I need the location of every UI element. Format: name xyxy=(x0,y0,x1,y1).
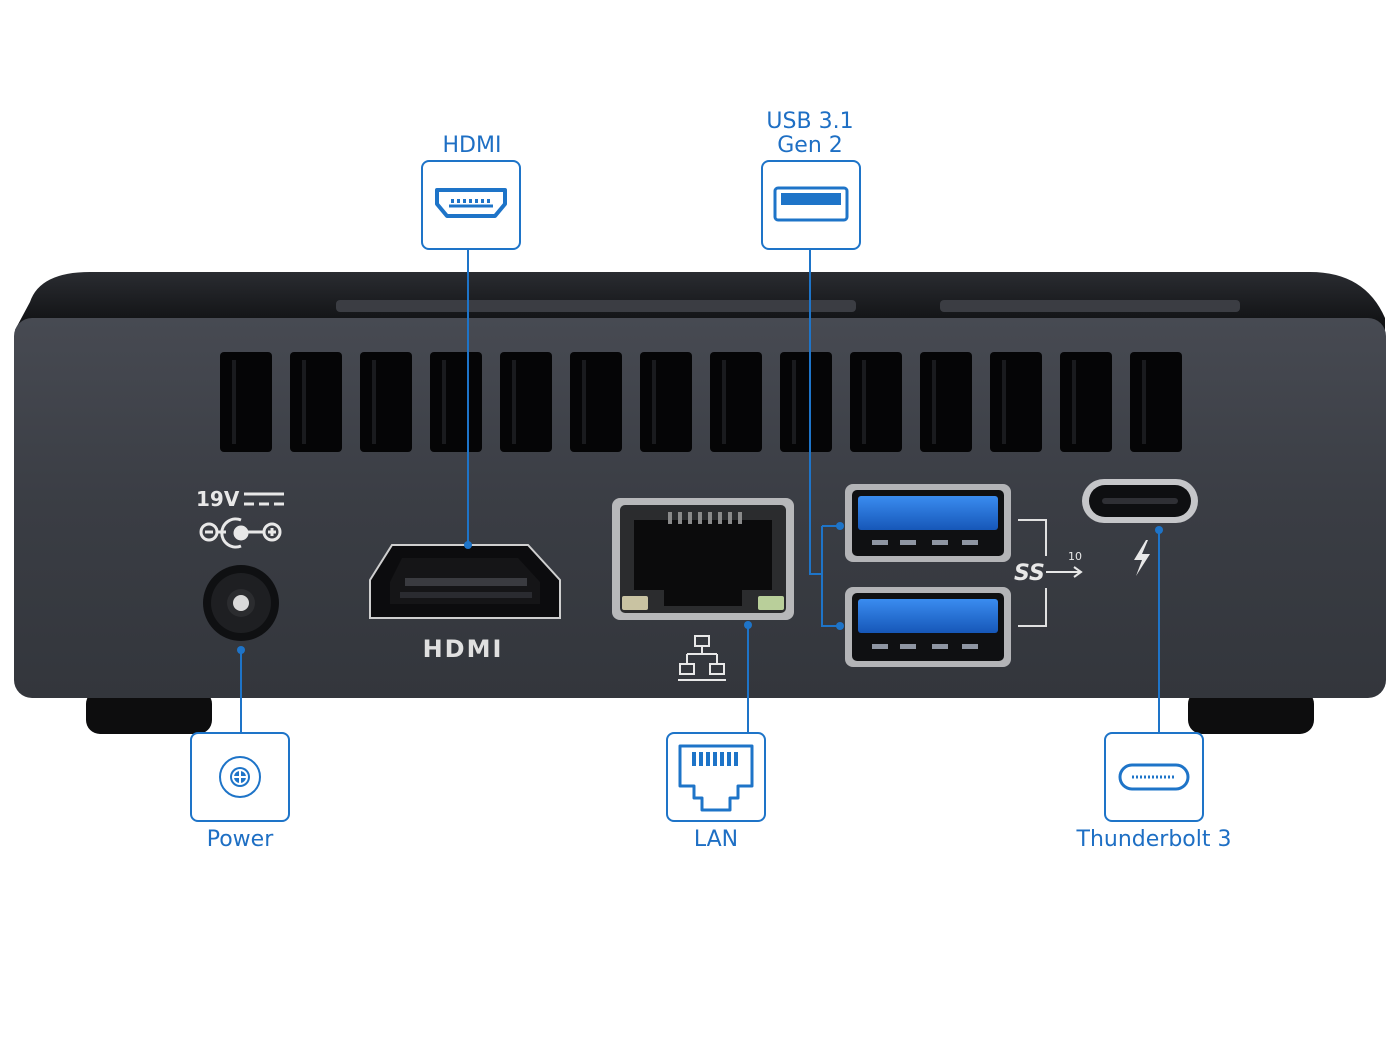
hdmi-logo-marking: HDMI xyxy=(423,635,504,663)
leader-lines xyxy=(240,250,1160,732)
dc-power-jack xyxy=(203,565,279,641)
ethernet-port xyxy=(612,498,794,620)
thunderbolt-callout-box xyxy=(1104,732,1204,822)
usb-callout-box xyxy=(761,160,861,250)
power-callout-label: Power xyxy=(206,827,274,852)
svg-text:SS: SS xyxy=(1014,561,1045,586)
usb-c-port xyxy=(1082,479,1198,523)
usb-callout-label-line2: Gen 2 xyxy=(777,133,843,158)
lid-highlight xyxy=(336,300,856,312)
hdmi-port-icon xyxy=(435,188,507,218)
hdmi-port xyxy=(369,544,561,619)
usb-speed-marking: 10 xyxy=(1068,550,1082,563)
voltage-marking: 19V xyxy=(196,487,240,511)
usb-bracket xyxy=(1018,519,1047,627)
hdmi-callout-label: HDMI xyxy=(442,133,502,158)
right-foot xyxy=(1188,690,1314,734)
dc-symbol-icon xyxy=(199,492,284,549)
ethernet-port-icon xyxy=(678,744,754,812)
power-jack-icon xyxy=(219,756,261,798)
usb-port-bottom xyxy=(845,587,1011,667)
lan-callout-box xyxy=(666,732,766,822)
thunderbolt-bolt-icon xyxy=(1134,540,1150,576)
usb-c-port-icon xyxy=(1118,763,1190,791)
usb-callout-label-line1: USB 3.1 xyxy=(766,109,854,134)
usb-port-icon xyxy=(773,186,849,222)
lan-callout-label: LAN xyxy=(693,827,739,852)
thunderbolt-callout-label: Thunderbolt 3 xyxy=(1076,827,1232,852)
superspeed-usb-icon: SS 10 xyxy=(1014,550,1083,586)
hdmi-callout-box xyxy=(421,160,521,250)
network-symbol-icon xyxy=(678,635,726,681)
usb-port-top xyxy=(845,484,1011,562)
left-foot xyxy=(86,690,212,734)
power-callout-box xyxy=(190,732,290,822)
